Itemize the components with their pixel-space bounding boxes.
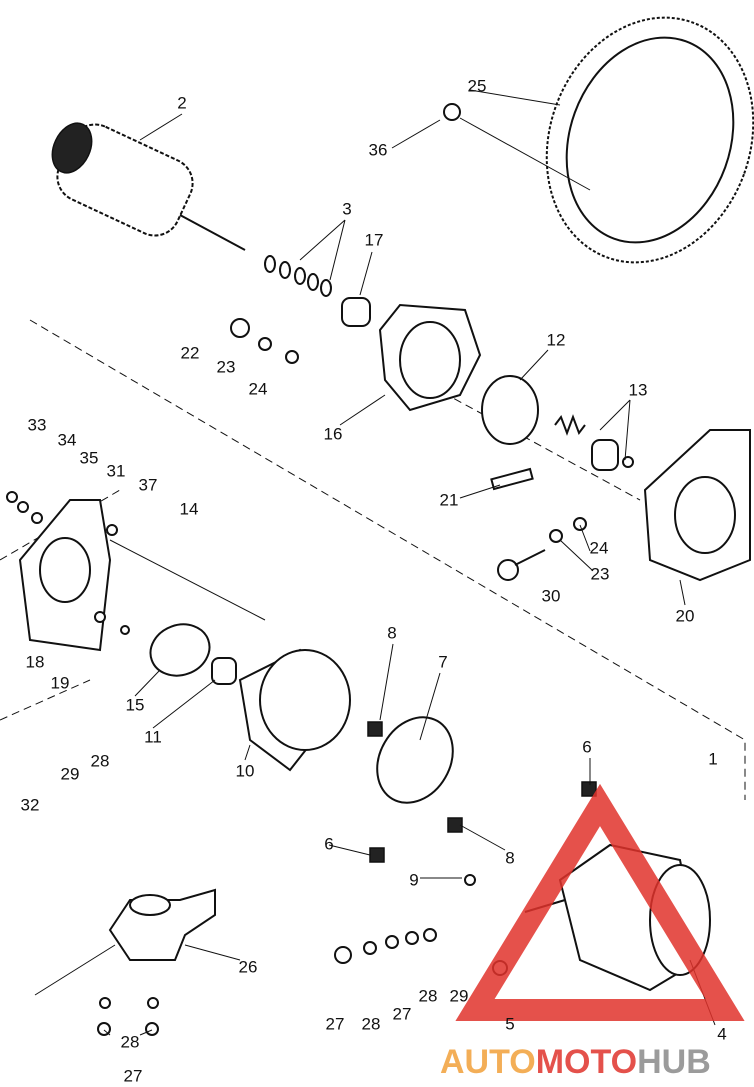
- callout-21: 21: [440, 490, 459, 509]
- brush-plate-part: [376, 716, 454, 804]
- callout-29b: 29: [450, 986, 469, 1005]
- callout-1: 1: [708, 749, 717, 768]
- callout-25: 25: [468, 76, 487, 95]
- callout-23b: 23: [591, 564, 610, 583]
- callout-30: 30: [542, 586, 561, 605]
- callout-16: 16: [324, 424, 343, 443]
- callout-24: 24: [249, 379, 268, 398]
- callout-29: 29: [61, 764, 80, 783]
- callout-27b: 27: [393, 1004, 412, 1023]
- callout-15: 15: [126, 695, 145, 714]
- callout-14: 14: [180, 499, 199, 518]
- armature-part: [51, 122, 246, 251]
- callout-13: 13: [629, 380, 648, 399]
- bushing-part: [341, 297, 371, 327]
- callout-36: 36: [369, 140, 388, 159]
- callout-28: 28: [91, 751, 110, 770]
- nut-part: [230, 318, 250, 338]
- callout-28c: 28: [419, 986, 438, 1005]
- callout-35: 35: [80, 448, 99, 467]
- callout-28b: 28: [362, 1014, 381, 1033]
- callout-31: 31: [107, 461, 126, 480]
- watermark-logo-text: AUTOMOTOHUB: [440, 1043, 711, 1081]
- callout-27: 27: [326, 1014, 345, 1033]
- callout-18: 18: [26, 652, 45, 671]
- callout-5: 5: [505, 1014, 514, 1033]
- bolt-part: [497, 549, 546, 581]
- part-labels: 2 25 36 3 17 22 23 24 12 16 13 33 34 35 …: [21, 76, 727, 1085]
- callout-22: 22: [181, 343, 200, 362]
- end-cap-part: [149, 623, 211, 677]
- callout-28d: 28: [121, 1032, 140, 1051]
- callout-24b: 24: [590, 538, 609, 557]
- pinion-part: [481, 375, 539, 445]
- callout-3: 3: [342, 199, 351, 218]
- callout-2: 2: [177, 93, 186, 112]
- bolt-part: [443, 103, 591, 191]
- callout-34: 34: [58, 430, 77, 449]
- callout-37: 37: [139, 475, 158, 494]
- callout-19: 19: [51, 673, 70, 692]
- callout-23: 23: [217, 357, 236, 376]
- callout-20: 20: [676, 606, 695, 625]
- callout-26: 26: [239, 957, 258, 976]
- callout-27c: 27: [124, 1066, 143, 1085]
- automotohub-watermark: AUTOMOTOHUB: [440, 783, 745, 1081]
- callout-32: 32: [21, 795, 40, 814]
- callout-6: 6: [582, 737, 591, 756]
- callout-7: 7: [438, 652, 447, 671]
- callout-11: 11: [144, 727, 162, 746]
- callout-6b: 6: [324, 834, 333, 853]
- callout-8b: 8: [505, 848, 514, 867]
- solenoid-part: [34, 888, 216, 1036]
- field-frame-part: [238, 648, 351, 772]
- spring-washers-part: [264, 255, 332, 297]
- callout-17: 17: [365, 230, 384, 249]
- callout-10: 10: [236, 761, 255, 780]
- callout-9: 9: [409, 870, 418, 889]
- ring-gear-part: [545, 16, 754, 264]
- callout-8: 8: [387, 623, 396, 642]
- callout-4: 4: [717, 1024, 726, 1043]
- callout-12: 12: [547, 330, 566, 349]
- callout-33: 33: [28, 415, 47, 434]
